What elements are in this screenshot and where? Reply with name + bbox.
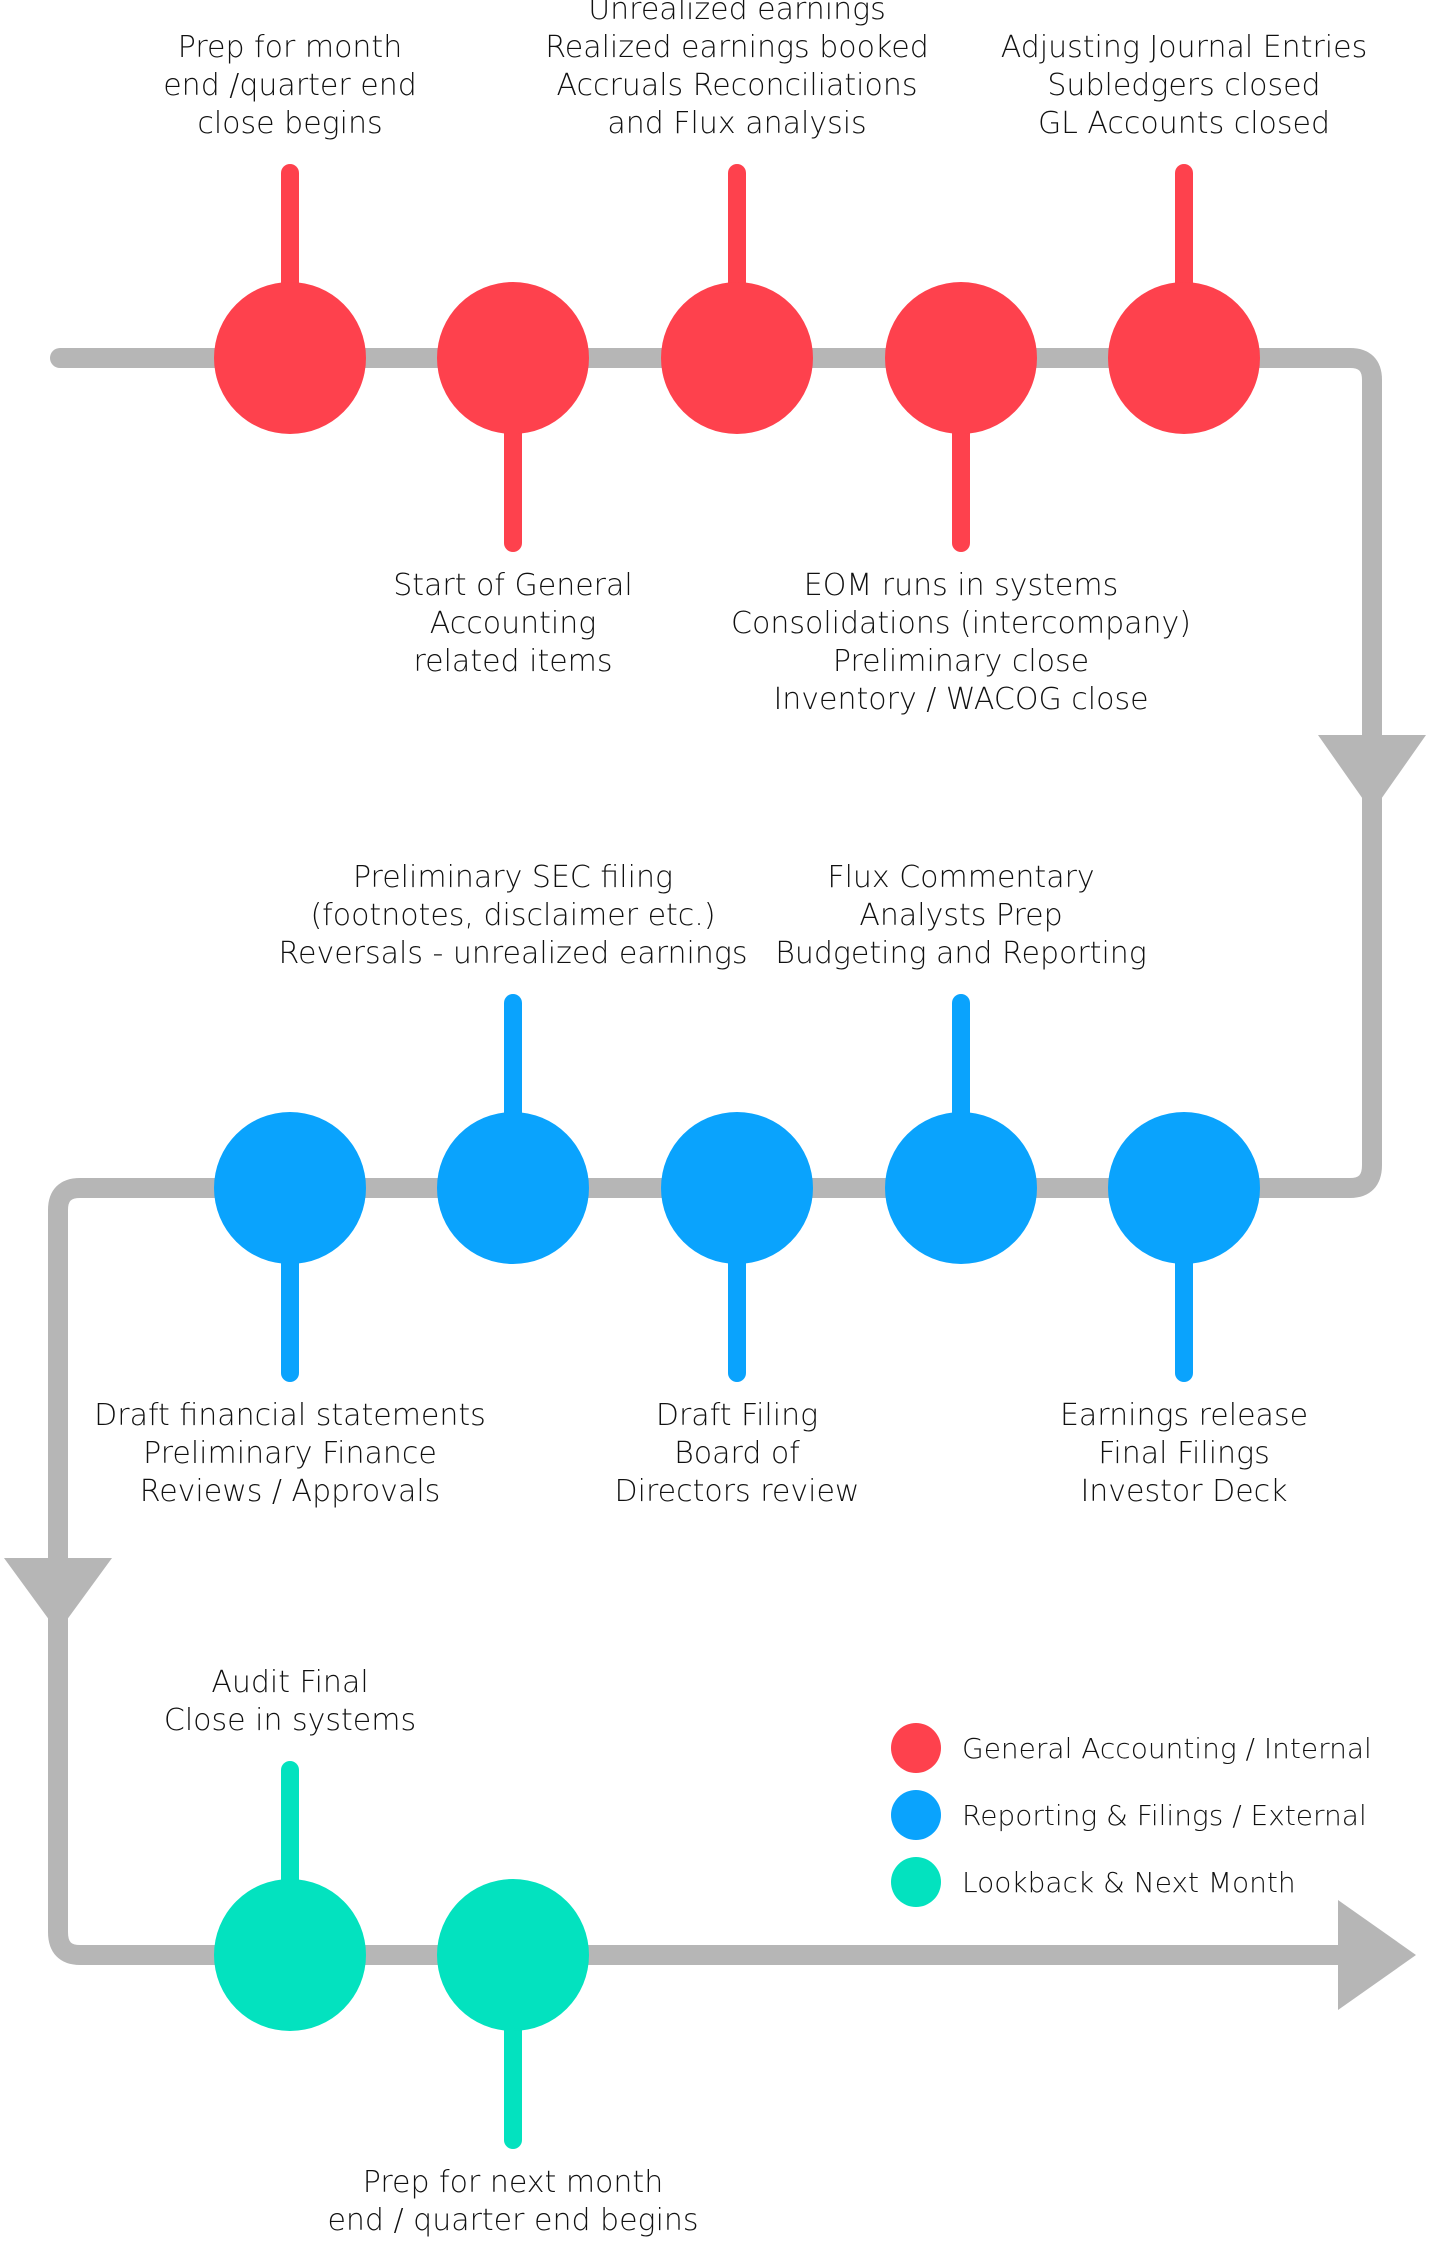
arrow-down-left-icon <box>4 1558 112 1632</box>
label-line: Subledgers closed <box>1047 68 1320 103</box>
label-line: Preliminary close <box>833 644 1089 679</box>
row-2-label-2: Preliminary SEC filing(footnotes, discla… <box>278 860 747 971</box>
legend-swatch-lookback <box>891 1857 941 1907</box>
label-line: Accruals Reconciliations <box>556 68 917 103</box>
label-line: GL Accounts closed <box>1038 106 1330 141</box>
label-line: Preliminary Finance <box>143 1436 437 1471</box>
label-line: related items <box>413 644 612 679</box>
label-line: Flux Commentary <box>827 860 1094 895</box>
legend-swatch-general <box>891 1723 941 1773</box>
label-line: Prep for month <box>178 30 402 65</box>
arrow-right-end-icon <box>1338 1900 1416 2010</box>
legend-label-general: General Accounting / Internal <box>962 1732 1372 1765</box>
label-line: close begins <box>197 106 382 141</box>
row-2-node-5 <box>1108 1112 1260 1264</box>
row-2-node-2 <box>437 1112 589 1264</box>
row-3-node-2 <box>437 1879 589 2031</box>
nodes <box>214 282 1260 2031</box>
label-line: Draft financial statements <box>94 1398 486 1433</box>
row-1-node-2 <box>437 282 589 434</box>
label-line: Analysts Prep <box>859 898 1062 933</box>
label-line: Final Filings <box>1098 1436 1269 1471</box>
row-1-node-1 <box>214 282 366 434</box>
row-2-node-4 <box>885 1112 1037 1264</box>
label-line: end /quarter end <box>163 68 417 103</box>
label-line: Reviews / Approvals <box>140 1474 441 1509</box>
label-line: Consolidations (intercompany) <box>731 606 1191 641</box>
legend-swatch-reporting <box>891 1790 941 1840</box>
label-line: Preliminary SEC filing <box>353 860 673 895</box>
legend-label-reporting: Reporting & Filings / External <box>962 1799 1367 1832</box>
label-line: Close in systems <box>164 1703 416 1738</box>
label-line: Directors review <box>615 1474 860 1509</box>
label-line: Draft Filing <box>656 1398 818 1433</box>
row-2-node-3 <box>661 1112 813 1264</box>
label-line: Adjusting Journal Entries <box>1001 30 1367 65</box>
label-line: Unrealized earnings <box>588 0 886 27</box>
label-line: Inventory / WACOG close <box>773 682 1148 717</box>
label-line: Budgeting and Reporting <box>775 936 1147 971</box>
label-line: EOM runs in systems <box>804 568 1119 603</box>
label-line: Investor Deck <box>1080 1474 1287 1509</box>
label-line: Accounting <box>430 606 596 641</box>
label-line: Reversals - unrealized earnings <box>278 936 747 971</box>
arrow-down-right-icon <box>1318 735 1426 812</box>
legend-label-lookback: Lookback & Next Month <box>962 1866 1296 1899</box>
label-line: end / quarter end begins <box>327 2203 698 2238</box>
row-1-node-3 <box>661 282 813 434</box>
row-1-node-4 <box>885 282 1037 434</box>
label-line: Realized earnings booked <box>545 30 929 65</box>
row-3-node-1 <box>214 1879 366 2031</box>
label-line: and Flux analysis <box>607 106 866 141</box>
label-line: Audit Final <box>211 1665 368 1700</box>
row-1-node-5 <box>1108 282 1260 434</box>
label-line: Board of <box>674 1436 800 1471</box>
label-line: Earnings release <box>1060 1398 1308 1433</box>
label-line: (footnotes, disclaimer etc.) <box>310 898 715 933</box>
label-line: Prep for next month <box>363 2165 663 2200</box>
label-line: Start of General <box>393 568 633 603</box>
row-2-node-1 <box>214 1112 366 1264</box>
